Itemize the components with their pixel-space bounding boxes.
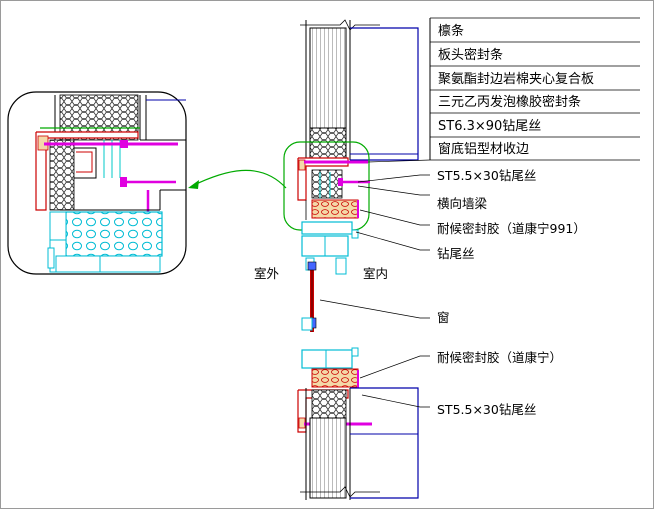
callout-drill-screw: 钻尾丝 [437,246,475,261]
legend-label-sandwich-panel: 聚氨酯封边岩棉夹心复合板 [438,72,594,87]
main-wall-section [283,19,419,500]
legend-label-purlin: 檩条 [438,23,464,39]
legend-label-epdm-strip: 三元乙丙发泡橡胶密封条 [438,94,581,110]
callout-window: 窗 [437,310,450,325]
callout-screw-top: ST5.5×30钻尾丝 [437,168,536,183]
detail-leader-arrow [191,169,287,189]
leader-lines [319,159,431,408]
callout-beam: 横向墙梁 [437,196,488,211]
legend-label-end-seal: 板头密封条 [438,47,503,63]
legend-table: 檩条 板头密封条 聚氨酯封边岩棉夹心复合板 三元乙丙发泡橡胶密封条 ST6.3×… [429,17,640,161]
callout-sealant-top: 耐候密封胶（道康宁991） [437,221,586,236]
label-inside: 室内 [363,266,388,281]
legend-label-sill-trim: 窗底铝型材收边 [438,141,529,157]
callout-screw-bottom: ST5.5×30钻尾丝 [437,402,536,417]
label-outside: 室外 [254,266,280,281]
legend-label-st63-screw: ST6.3×90钻尾丝 [438,119,541,134]
detail-arrowhead [188,180,199,189]
enlarged-detail [7,91,187,275]
callout-sealant-bottom: 耐候密封胶（道康宁） [437,350,562,365]
